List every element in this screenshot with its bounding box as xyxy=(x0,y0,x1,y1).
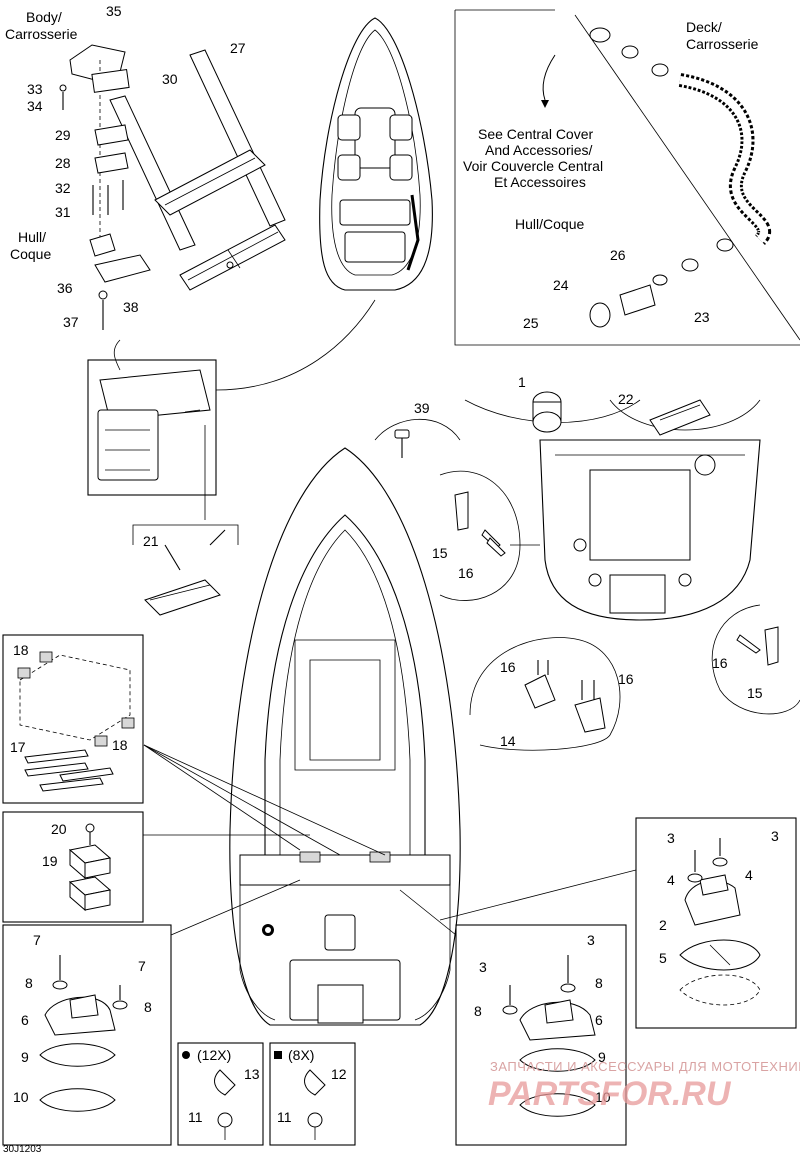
part-11b: 11 xyxy=(277,1109,292,1125)
part-15b: 15 xyxy=(747,685,763,701)
stern-detail xyxy=(464,391,761,621)
callout-body: Body/ Carrosserie xyxy=(5,9,78,42)
part-34: 34 xyxy=(27,98,43,114)
part-9a: 9 xyxy=(21,1049,29,1065)
part-18a: 18 xyxy=(13,642,29,658)
part-7b: 7 xyxy=(138,958,146,974)
watermark-line1: ЗАПЧАСТИ И АКСЕССУАРЫ ДЛЯ МОТОТЕХНИКИ xyxy=(490,1059,800,1074)
part-22: 22 xyxy=(618,391,634,407)
part-4b: 4 xyxy=(745,867,753,883)
part-10a: 10 xyxy=(13,1089,29,1105)
part-8d: 8 xyxy=(474,1003,482,1019)
part-2: 2 xyxy=(659,917,667,933)
part-11a: 11 xyxy=(188,1109,203,1125)
part-8b: 8 xyxy=(144,999,152,1015)
part-19: 19 xyxy=(42,853,58,869)
callout-hull-left: Hull/ Coque xyxy=(10,229,51,262)
hull-main-view xyxy=(143,447,461,1026)
hull-left-line1: Hull/ xyxy=(18,229,46,245)
part-16a: 16 xyxy=(458,565,474,581)
part-8c: 8 xyxy=(595,975,603,991)
part-3c: 3 xyxy=(587,932,595,948)
ladder-detail xyxy=(87,299,376,520)
watermark: ЗАПЧАСТИ И АКСЕССУАРЫ ДЛЯ МОТОТЕХНИКИ PA… xyxy=(488,1059,800,1113)
part-20: 20 xyxy=(51,821,67,837)
part-4a: 4 xyxy=(667,872,675,888)
watermark-line2: PARTSFOR.RU xyxy=(488,1075,732,1113)
cleat-assembly-right xyxy=(399,889,627,1146)
part-31: 31 xyxy=(55,204,71,220)
body-label-line2: Carrosserie xyxy=(5,26,78,42)
part-36: 36 xyxy=(57,280,73,296)
boat-top-view xyxy=(319,17,433,291)
deck-label-line2: Carrosserie xyxy=(686,36,759,52)
part-27: 27 xyxy=(230,40,246,56)
boarding-ladder xyxy=(109,49,286,291)
part-3b: 3 xyxy=(771,828,779,844)
see-central-line1: See Central Cover xyxy=(478,126,594,142)
callout-deck: Deck/ Carrosserie xyxy=(686,19,759,52)
hull-left-line2: Coque xyxy=(10,246,51,262)
part-10b: 10 xyxy=(595,1089,611,1105)
part-35: 35 xyxy=(106,3,122,19)
part-15a: 15 xyxy=(432,545,448,561)
part-8a: 8 xyxy=(25,975,33,991)
pads-19-20 xyxy=(2,811,310,923)
part-17: 17 xyxy=(10,739,26,755)
reference-code: 30J1203 xyxy=(3,1144,42,1155)
see-central-line3: Voir Couvercle Central xyxy=(463,158,603,174)
part-39: 39 xyxy=(414,400,430,416)
part-16b: 16 xyxy=(500,659,516,675)
part-7a: 7 xyxy=(33,932,41,948)
foam-blocks-17-18 xyxy=(2,634,144,804)
part-26: 26 xyxy=(610,247,626,263)
drain-hose-assembly xyxy=(541,14,800,341)
part-3d: 3 xyxy=(479,959,487,975)
part-14: 14 xyxy=(500,733,516,749)
part-number-labels: 35 27 30 33 34 29 28 32 31 36 38 37 26 2… xyxy=(10,3,779,1125)
fastener-39 xyxy=(374,418,461,458)
brackets-14-15-16 xyxy=(439,470,800,751)
part-21: 21 xyxy=(143,533,159,549)
part-12: 12 xyxy=(331,1066,347,1082)
body-label-line1: Body/ xyxy=(26,9,62,25)
part-30: 30 xyxy=(162,71,178,87)
part-1: 1 xyxy=(518,374,526,390)
part-28: 28 xyxy=(55,155,71,171)
part-37: 37 xyxy=(63,314,79,330)
part-13: 13 xyxy=(244,1066,260,1082)
qty-8x: (8X) xyxy=(288,1047,314,1063)
part-3a: 3 xyxy=(667,830,675,846)
part-33: 33 xyxy=(27,81,43,97)
part-16c: 16 xyxy=(618,671,634,687)
part-25: 25 xyxy=(523,315,539,331)
cable-ties xyxy=(177,1042,356,1146)
see-central-line4: Et Accessoires xyxy=(494,174,586,190)
seal-detail-21 xyxy=(132,524,239,616)
see-central-line2: And Accessories/ xyxy=(485,142,592,158)
qty-12x: (12X) xyxy=(197,1047,231,1063)
callout-see-central: See Central Cover And Accessories/ Voir … xyxy=(463,126,603,190)
part-38: 38 xyxy=(123,299,139,315)
part-5: 5 xyxy=(659,950,667,966)
part-23: 23 xyxy=(694,309,710,325)
deck-label-line1: Deck/ xyxy=(686,19,722,35)
hull-right-label: Hull/Coque xyxy=(515,216,584,232)
part-18b: 18 xyxy=(112,737,128,753)
ladder-mount-hardware xyxy=(59,44,151,330)
part-6b: 6 xyxy=(595,1012,603,1028)
part-9b: 9 xyxy=(598,1049,606,1065)
cleat-assembly-2-5 xyxy=(439,817,797,1029)
part-16d: 16 xyxy=(712,655,728,671)
cleat-assembly-6-10 xyxy=(2,879,301,1146)
part-24: 24 xyxy=(553,277,569,293)
part-6a: 6 xyxy=(21,1012,29,1028)
part-32: 32 xyxy=(55,180,71,196)
part-29: 29 xyxy=(55,127,71,143)
